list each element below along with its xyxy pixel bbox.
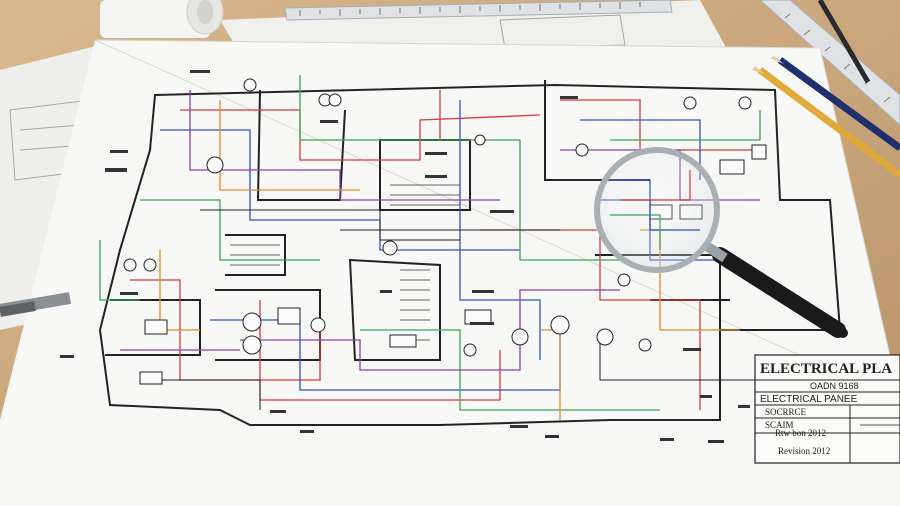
title-block-drawing-number: OADN 9168 (810, 381, 859, 391)
title-block-subtitle: ELECTRICAL PANEE (760, 394, 858, 405)
rolled-blueprint (100, 0, 224, 38)
black-pencil (817, 0, 871, 84)
title-block-revision: Revision 2012 (778, 446, 830, 456)
pen (0, 292, 72, 317)
outlet-symbols (123, 78, 752, 357)
wiring-black (140, 209, 760, 410)
title-block-date: Rtw bon 2012 (775, 428, 826, 438)
title-block: ELECTRICAL PLA OADN 9168 ELECTRICAL PANE… (754, 354, 900, 464)
yellow-pencil (752, 66, 900, 178)
label-marks (60, 70, 750, 443)
magnifying-glass (594, 147, 848, 338)
top-ruler (284, 0, 673, 21)
title-block-scale-value: SCAIM (765, 420, 794, 430)
blue-pencil (770, 56, 900, 151)
title-block-scale-label: SOCRRCE (765, 407, 807, 417)
title-block-title: ELECTRICAL PLA (760, 361, 892, 377)
